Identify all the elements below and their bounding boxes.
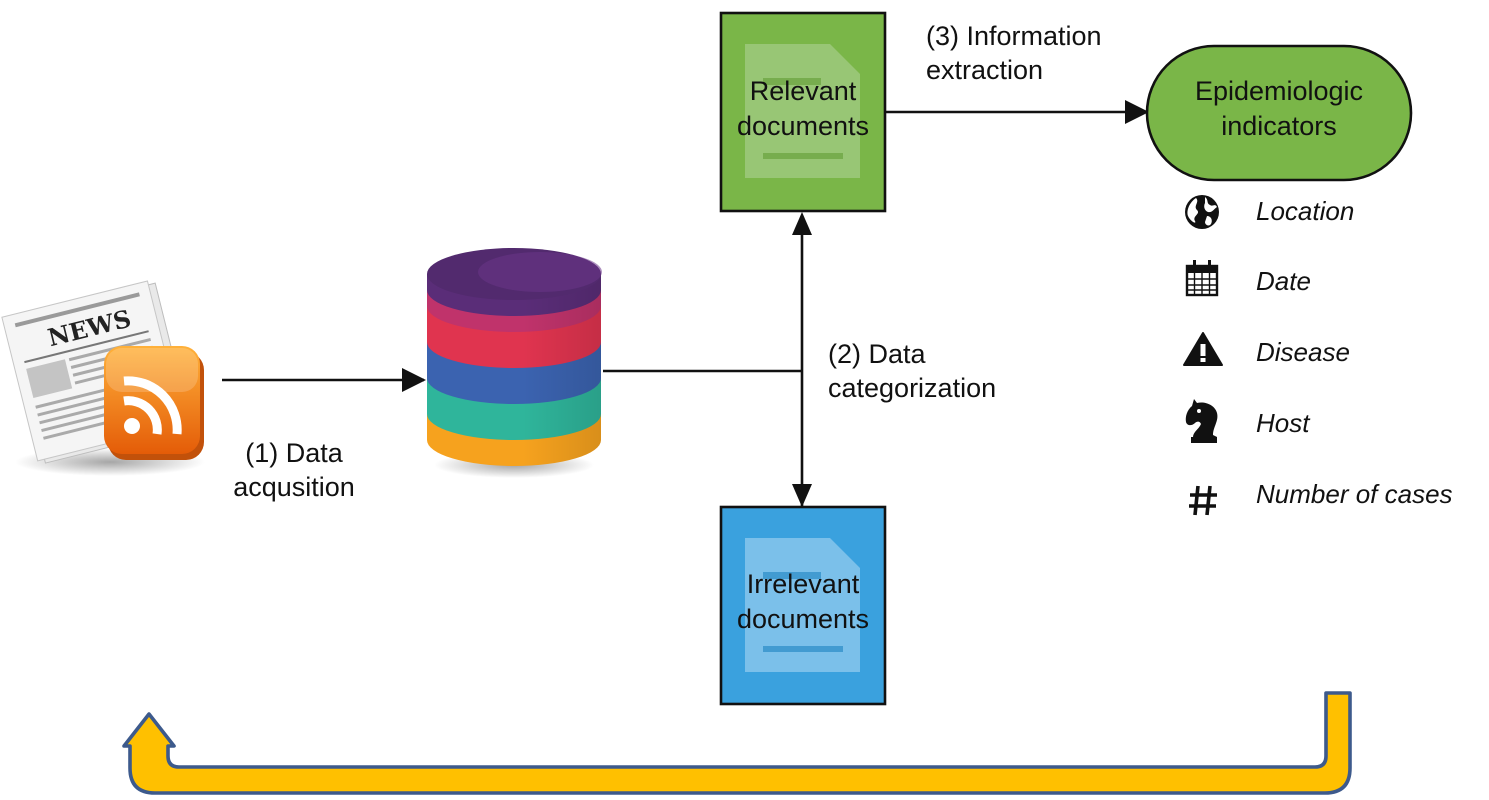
rss-icon <box>104 346 204 460</box>
irrelevant-box <box>719 505 887 706</box>
news-rss-icon: NEWS <box>1 280 205 476</box>
arrowhead-down <box>792 484 812 507</box>
indicators-label: Epidemiologic indicators <box>1194 76 1364 141</box>
globe-icon <box>1185 195 1219 229</box>
knight-icon <box>1185 399 1218 443</box>
indicators-pill <box>1145 44 1413 182</box>
document-icon <box>745 538 860 672</box>
legend-label-date: Date <box>1256 266 1311 296</box>
legend-label-host: Host <box>1256 408 1310 438</box>
calendar-icon <box>1185 260 1219 297</box>
irrelevant-box-label: Irrelevant documents <box>736 569 870 634</box>
step-categorization-label: (2) Data categorization <box>828 339 997 403</box>
database-icon <box>427 248 602 478</box>
hash-icon <box>1189 485 1217 516</box>
arrowhead-up <box>792 212 812 235</box>
legend-label-disease: Disease <box>1256 337 1350 367</box>
feedback-arrow <box>122 691 1352 795</box>
step-acquisition-label: (1) Data acqusition <box>233 438 355 502</box>
relevant-box-label: Relevant documents <box>736 76 870 141</box>
legend-label-cases: Number of cases <box>1256 479 1453 509</box>
document-icon <box>745 44 860 178</box>
step-extraction-label: (3) Information extraction <box>926 21 1102 85</box>
legend-label-location: Location <box>1256 196 1355 226</box>
warning-icon <box>1183 332 1223 366</box>
relevant-box <box>719 11 887 213</box>
